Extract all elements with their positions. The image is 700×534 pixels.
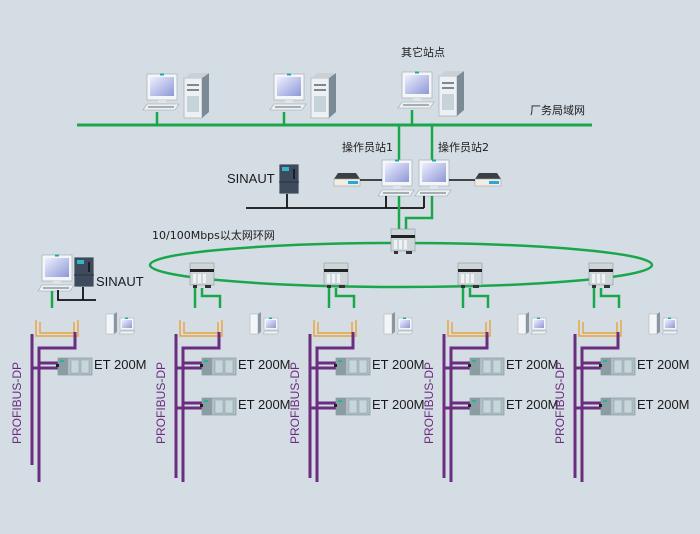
ops2-to-switch [404,196,434,230]
sync-cable-1 [179,320,223,337]
ring-switch-icon[interactable] [457,262,483,289]
et200m-module-icon[interactable] [199,397,237,416]
ring-network-label: 10/100Mbps以太网环网 [152,229,275,242]
profibus-dp-label: PROFIBUS-DP [154,361,168,444]
ring-switch-icon[interactable] [189,262,215,289]
other-stations-label: 其它站点 [401,46,445,59]
sync-cable-1 [313,320,357,337]
sync-cable-2 [451,322,487,334]
engineering-pc-icon[interactable] [648,311,679,335]
sinaut-top-icon[interactable] [278,163,300,195]
profibus-dp-label: PROFIBUS-DP [288,361,302,444]
sync-cable-1 [578,320,622,337]
et200m-module-icon[interactable] [598,357,636,376]
profibus-trunk-b [181,332,221,482]
sync-cable-1 [35,320,79,337]
ring-switch-icon[interactable] [588,262,614,289]
et200m-module-icon[interactable] [55,357,93,376]
et200m-label: ET 200M [238,397,291,412]
et200m-module-icon[interactable] [199,357,237,376]
operator-station-2-label: 操作员站2 [438,141,489,154]
printer-right-icon[interactable] [474,172,502,187]
switch-link-b [200,288,222,308]
engineering-pc-icon[interactable] [383,311,414,335]
sync-cable-2 [39,322,75,334]
switch-link-b [468,288,490,308]
et200m-label: ET 200M [637,357,690,372]
sinaut-serial-link [57,290,96,301]
sinaut-station-pc-icon[interactable] [37,253,75,292]
et200m-module-icon[interactable] [333,357,371,376]
profibus-dp-label: PROFIBUS-DP [553,361,567,444]
profibus-trunk-b [315,332,355,482]
ring-switch-icon[interactable] [323,262,349,289]
et200m-label: ET 200M [637,397,690,412]
profibus-trunk-b [449,332,489,482]
sync-cable-2 [582,322,618,334]
sync-cable-1 [447,320,491,337]
et200m-label: ET 200M [372,397,425,412]
sinaut-left-icon[interactable] [73,256,95,288]
profibus-trunk-b [37,332,77,482]
workstation-1-icon[interactable] [142,72,210,119]
switch-link-b [599,288,621,308]
et200m-label: ET 200M [506,357,559,372]
sync-cable-2 [183,322,219,334]
et200m-label: ET 200M [238,357,291,372]
station-groups [30,253,679,482]
profibus-dp-label: PROFIBUS-DP [10,361,24,444]
sinaut-top-label: SINAUT [227,171,275,186]
operator-station-2-icon[interactable] [414,158,452,197]
workstation-3-icon[interactable] [397,70,465,117]
profibus-trunk-b [580,332,620,482]
et200m-label: ET 200M [506,397,559,412]
sync-cable-2 [317,322,353,334]
operator-station-1-icon[interactable] [377,158,415,197]
et200m-label: ET 200M [94,357,147,372]
et200m-module-icon[interactable] [467,357,505,376]
switch-link-b [334,288,356,308]
profibus-dp-label: PROFIBUS-DP [422,361,436,444]
plant-lan-label: 厂务局域网 [530,104,585,117]
et200m-module-icon[interactable] [598,397,636,416]
operator-station-1-label: 操作员站1 [342,141,393,154]
engineering-pc-icon[interactable] [105,311,136,335]
printer-left-icon[interactable] [333,172,361,187]
workstation-2-icon[interactable] [269,72,337,119]
ring-switch-central-icon[interactable] [390,228,416,255]
engineering-pc-icon[interactable] [249,311,280,335]
et200m-label: ET 200M [372,357,425,372]
et200m-module-icon[interactable] [467,397,505,416]
sinaut-left-label: SINAUT [96,274,144,289]
engineering-pc-icon[interactable] [517,311,548,335]
et200m-module-icon[interactable] [333,397,371,416]
